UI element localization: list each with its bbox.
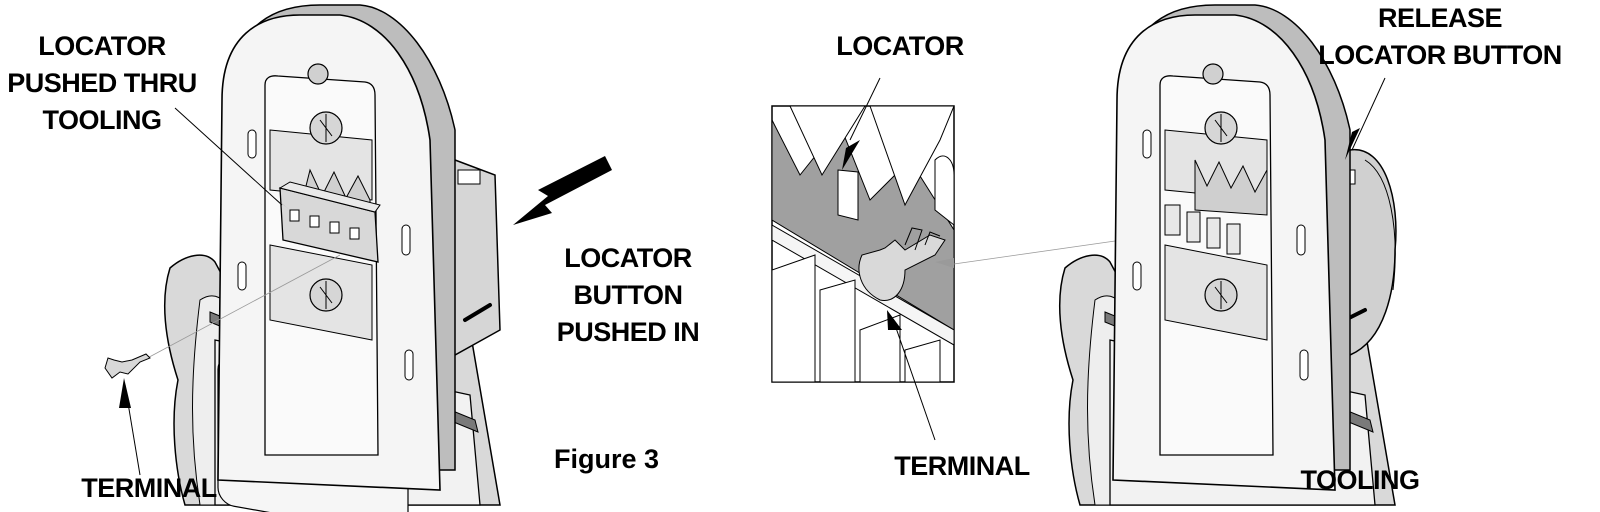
- label-line: BUTTON: [573, 280, 684, 310]
- left-terminal-part: [104, 353, 151, 379]
- figure-caption: Figure 3: [554, 444, 660, 474]
- label-line: TOOLING: [42, 105, 162, 135]
- left-lower-screw: [309, 278, 343, 312]
- leader-detail-terminal: [894, 324, 936, 441]
- label-line: TERMINAL: [894, 451, 1030, 481]
- label-locator-pushed-thru-tooling: LOCATOR PUSHED THRU TOOLING: [2, 28, 202, 139]
- label-line: PUSHED IN: [556, 317, 700, 347]
- right-crimp-tool: mol: [1058, 4, 1397, 506]
- label-line: LOCATOR: [38, 31, 166, 61]
- label-line: TERMINAL: [81, 473, 217, 503]
- label-locator-button-pushed-in: LOCATOR BUTTON PUSHED IN: [548, 240, 708, 351]
- leader-release-button: [1351, 77, 1386, 151]
- label-line: PUSHED THRU: [7, 68, 197, 98]
- label-release-locator-button: RELEASE LOCATOR BUTTON: [1305, 0, 1575, 74]
- label-detail-terminal: TERMINAL: [882, 448, 1042, 485]
- left-crimp-tool: mol: [104, 4, 501, 512]
- left-locator: [278, 181, 381, 263]
- label-line: LOCATOR BUTTON: [1318, 40, 1562, 70]
- label-line: LOCATOR: [836, 31, 964, 61]
- label-line: RELEASE: [1377, 3, 1503, 33]
- detail-terminal-part: [858, 227, 946, 301]
- label-line: LOCATOR: [564, 243, 692, 273]
- leader-detail-locator: [849, 77, 881, 141]
- detail-inset: [771, 105, 955, 383]
- left-upper-screw: [309, 111, 343, 145]
- label-tooling: TOOLING: [1285, 462, 1435, 499]
- leader-locator-pushed: [174, 107, 283, 206]
- label-detail-locator: LOCATOR: [820, 28, 980, 65]
- label-left-terminal: TERMINAL: [74, 470, 224, 507]
- label-line: TOOLING: [1300, 465, 1420, 495]
- push-direction-arrow: [513, 156, 612, 225]
